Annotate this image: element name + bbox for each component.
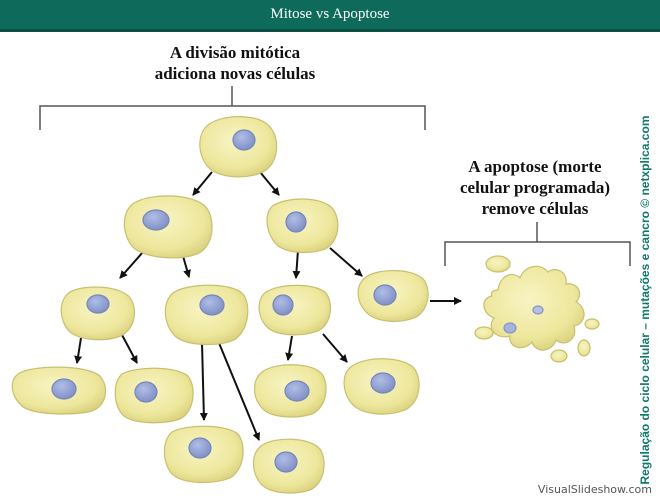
apoptotic-body [584,318,600,330]
nucleus [284,380,310,402]
cell-level1-left [123,195,213,259]
nucleus [199,294,225,316]
arrow [259,171,280,196]
apoptotic-body [577,339,591,357]
nucleus [272,294,294,316]
mitosis-heading: A divisão mitótica adiciona novas célula… [110,42,360,84]
nucleus [274,451,298,473]
side-caption: Regulação do ciclo celular – mutações e … [638,115,652,485]
cells [11,116,429,494]
mitosis-heading-line-1: A divisão mitótica [169,43,301,62]
cell-level3-d [343,358,420,415]
cell-level2-c [258,284,332,336]
apoptosis-heading: A apoptose (morte celular programada) re… [430,156,640,219]
nucleus [142,209,170,231]
apoptosis-heading-line-1: A apoptose (morte [468,157,602,176]
apoptotic-cell [474,255,600,363]
apoptosis-heading-line-2: celular programada) [460,178,610,197]
mitosis-heading-line-2: adiciona novas células [154,64,316,83]
cell-level4-a [163,425,244,484]
mitosis-bracket [39,86,426,130]
arrow [182,255,191,278]
arrow [74,337,83,364]
cell-level2-b [164,284,249,346]
nucleus-fragment [503,322,517,334]
nucleus [134,381,158,403]
apoptosis-heading-line-3: remove células [481,199,589,218]
cell-level3-b [114,367,194,424]
cell-level4-b [252,438,325,494]
arrow [292,249,301,279]
apoptosis-bracket [444,222,631,266]
nucleus [373,284,397,306]
nucleus [51,378,77,400]
slide-title-bar: Mitose vs Apoptose [0,0,660,32]
nucleus [86,294,110,314]
arrow [329,247,363,277]
cell-level1-right [266,198,339,254]
nucleus [188,437,212,459]
nucleus [232,129,256,151]
cell-level2-d [357,269,429,322]
arrow [120,332,138,364]
cell-level2-a [60,286,136,341]
nucleus [285,211,307,233]
division-arrows [74,171,462,441]
nucleus-fragment [532,305,544,315]
arrow [218,342,261,441]
watermark: VisualSlideshow.com [537,483,652,496]
arrow [119,251,144,279]
arrow [192,171,213,196]
apoptotic-body [474,326,494,340]
cell-level3-a [11,366,107,415]
cell-root [199,116,278,178]
arrow [285,335,294,361]
nucleus [370,372,396,394]
cell-level3-c [253,364,327,418]
arrow [199,342,208,421]
slide-title: Mitose vs Apoptose [270,6,390,22]
apoptotic-body [485,255,511,273]
arrow [322,333,348,363]
apoptotic-body [550,349,568,363]
